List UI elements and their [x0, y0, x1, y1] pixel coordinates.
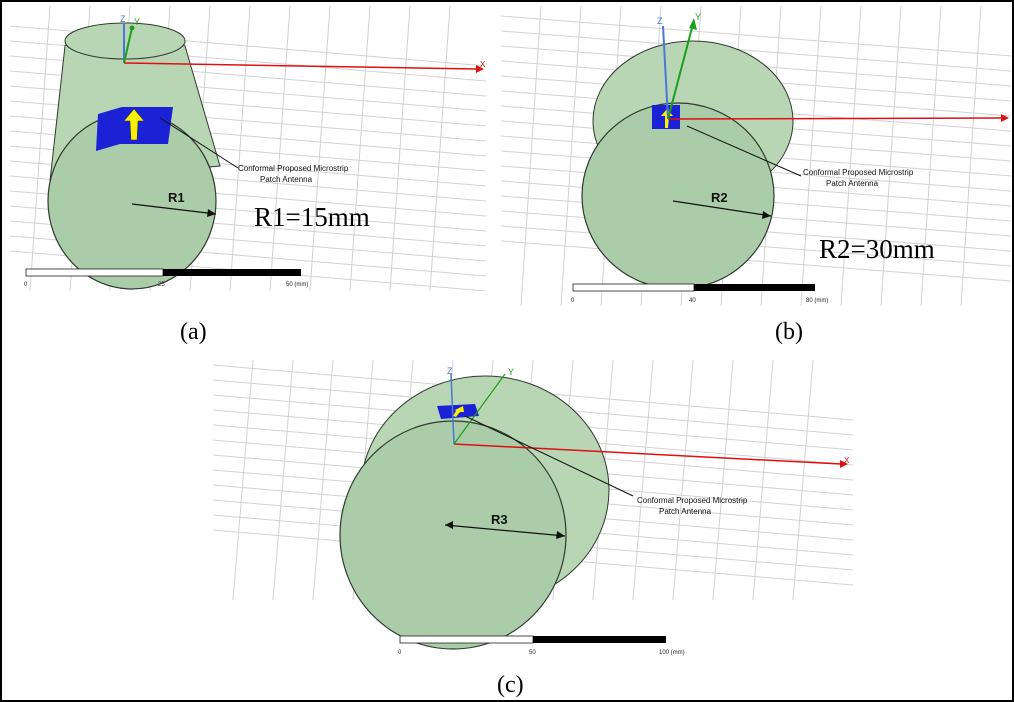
panel-a-render: X Z Y R1 Conformal Proposed Microstrip P… [10, 6, 486, 291]
panel-b-render: Z Y R2 Conformal Proposed Microstrip Pat… [501, 6, 1011, 306]
scale-tick-0: 0 [571, 298, 575, 304]
panel-c: X Z Y R3 Conformal Proposed Microstrip P… [213, 360, 853, 660]
radius-label: R3 [491, 512, 508, 527]
panel-c-render: X Z Y R3 Conformal Proposed Microstrip P… [213, 360, 853, 656]
z-axis-label: Z [657, 16, 663, 26]
annotation-leader [686, 125, 802, 177]
radius-label: R1 [168, 190, 185, 205]
scale-tick-2: 50 (mm) [286, 282, 308, 288]
border-left [0, 0, 2, 702]
y-axis-label: Y [508, 367, 514, 377]
radius-value: R1=15mm [254, 202, 370, 232]
cylinder-end-face [339, 420, 567, 650]
z-axis-label: Z [120, 14, 126, 24]
cylinder-end-face [581, 102, 775, 290]
y-axis [123, 27, 133, 64]
annotation-line-1: Conformal Proposed Microstrip [238, 164, 349, 173]
scale-tick-1: 50 [529, 650, 536, 656]
scale-bar-white [25, 268, 164, 277]
scale-tick-2: 100 (mm) [659, 650, 685, 656]
x-axis-arrow [476, 65, 484, 73]
z-axis-label: Z [447, 366, 453, 376]
y-axis-label: Y [134, 17, 140, 27]
radius-arrow [444, 524, 566, 537]
radius-arrow-head [762, 211, 771, 219]
panel-a: X Z Y R1 Conformal Proposed Microstrip P… [10, 6, 486, 291]
radius-arrow-tail [445, 521, 453, 529]
y-axis [453, 373, 506, 445]
radius-value: R2=30mm [819, 234, 935, 264]
scale-bar-black [533, 636, 666, 643]
radius-arrow [131, 203, 217, 215]
panel-b: Z Y R2 Conformal Proposed Microstrip Pat… [501, 6, 1011, 306]
annotation-leader [159, 117, 239, 169]
x-axis [667, 117, 1002, 120]
radius-arrow-head [556, 531, 565, 539]
scale-bar-black [694, 284, 815, 291]
x-axis-arrow [840, 460, 848, 468]
z-axis [662, 25, 669, 120]
annotation-line-2: Patch Antenna [659, 507, 712, 516]
feed-line [453, 406, 464, 417]
scale-tick-2: 80 (mm) [806, 298, 828, 304]
caption-b: (b) [775, 319, 803, 345]
radius-label: R2 [711, 190, 728, 205]
x-axis-label: X [480, 60, 486, 69]
y-axis [667, 23, 694, 120]
radius-arrow-head [207, 209, 216, 217]
scale-tick-1: 25 [158, 282, 165, 288]
radius-arrow [672, 200, 772, 217]
scale-bar-white [399, 635, 534, 644]
x-axis-arrow [1001, 114, 1009, 122]
scale-tick-0: 0 [24, 282, 28, 288]
caption-c: (c) [497, 672, 524, 698]
annotation-leader [464, 415, 634, 497]
annotation-line-1: Conformal Proposed Microstrip [637, 496, 748, 505]
x-axis-label: X [844, 456, 850, 465]
y-axis-tip [129, 25, 135, 31]
border-top [0, 0, 1014, 2]
annotation-line-1: Conformal Proposed Microstrip [803, 168, 914, 177]
scale-tick-1: 40 [689, 298, 696, 304]
y-axis-label: Y [695, 12, 701, 22]
border-bottom [0, 700, 1014, 702]
border-right [1012, 0, 1014, 702]
z-axis [450, 373, 455, 445]
y-axis-arrow [689, 18, 697, 30]
scale-tick-0: 0 [398, 650, 402, 656]
x-axis [123, 62, 477, 70]
scale-bar-black [163, 269, 301, 276]
annotation-line-2: Patch Antenna [826, 179, 879, 188]
caption-a: (a) [180, 319, 207, 345]
scale-bar-white [572, 283, 695, 292]
annotation-line-2: Patch Antenna [260, 175, 313, 184]
x-axis [453, 443, 842, 465]
feed-line [123, 108, 145, 141]
